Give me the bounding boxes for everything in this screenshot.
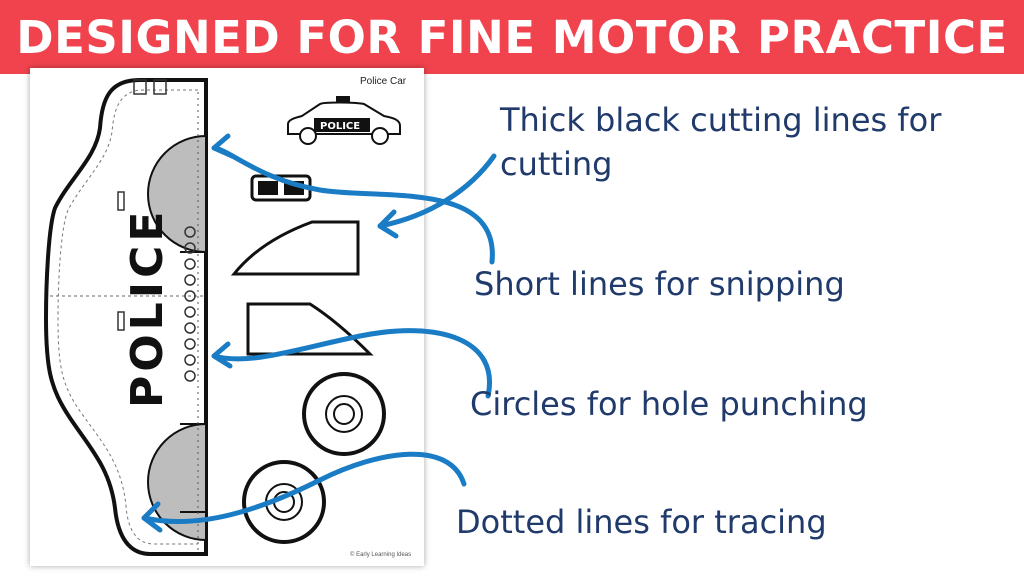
copyright-text: © Early Learning Ideas xyxy=(350,552,412,558)
callout-punching: Circles for hole punching xyxy=(470,385,868,423)
callout-cutting-line1: Thick black cutting lines for xyxy=(500,101,942,139)
door-handle-front xyxy=(117,191,125,211)
wheel-piece-1 xyxy=(302,372,386,456)
header-banner: DESIGNED FOR FINE MOTOR PRACTICE xyxy=(0,0,1024,74)
arrow-tracing xyxy=(141,451,467,525)
callout-cutting: Thick black cutting lines for cutting xyxy=(500,98,941,186)
arrow-cutting-to-window xyxy=(377,153,497,229)
arrow-cutting-to-car xyxy=(211,145,495,265)
worksheet-page: POLICE POLICE Police Car © Early Le xyxy=(30,68,424,566)
callout-snipping: Short lines for snipping xyxy=(474,265,845,303)
car-body-dotted-line xyxy=(57,89,198,545)
car-body-outline xyxy=(43,78,208,556)
banner-title: DESIGNED FOR FINE MOTOR PRACTICE xyxy=(16,10,1008,64)
front-window-piece xyxy=(230,220,360,276)
worksheet-title: Police Car xyxy=(360,76,407,87)
rear-window-piece xyxy=(246,302,374,356)
svg-text:POLICE: POLICE xyxy=(320,121,360,132)
car-police-text: POLICE xyxy=(122,208,173,408)
arrow-punching xyxy=(211,328,492,399)
callout-tracing: Dotted lines for tracing xyxy=(456,503,827,541)
door-handle-rear xyxy=(117,311,125,331)
roof-light-1 xyxy=(133,79,147,95)
callout-cutting-line2: cutting xyxy=(500,145,613,183)
punch-holes xyxy=(184,226,196,382)
roof-light-2 xyxy=(153,79,167,95)
reference-car-icon: POLICE xyxy=(287,96,401,145)
worksheet-drawing: POLICE POLICE xyxy=(43,78,401,556)
